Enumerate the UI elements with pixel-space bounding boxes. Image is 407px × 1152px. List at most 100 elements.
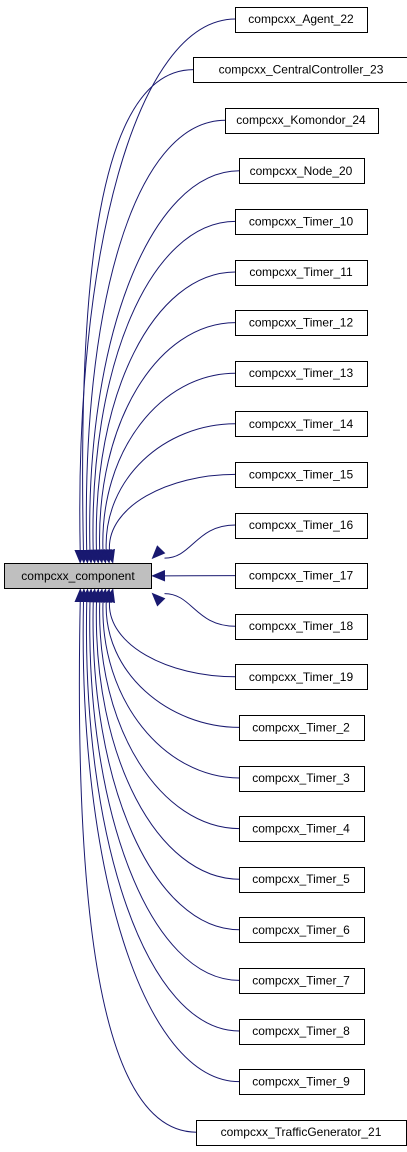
class-node-compcxx-timer-3[interactable]: compcxx_Timer_3: [239, 766, 365, 792]
class-node-compcxx-agent-22[interactable]: compcxx_Agent_22: [235, 7, 368, 33]
class-node-compcxx-timer-15-box: [235, 462, 368, 488]
class-node-compcxx-node-20-box: [239, 158, 365, 184]
class-node-compcxx-timer-4[interactable]: compcxx_Timer_4: [239, 816, 365, 842]
class-node-compcxx-centralcontroller-23-box: [193, 57, 407, 83]
class-node-compcxx-timer-17-box: [235, 563, 368, 589]
class-node-compcxx-timer-14-label: compcxx_Timer_14: [249, 417, 354, 431]
edge-compcxx-timer-11: [95, 271, 236, 551]
edge-compcxx-node-20: [89, 170, 240, 551]
root-node-label: compcxx_component: [21, 569, 135, 583]
edge-compcxx-timer-19: [109, 601, 236, 678]
class-node-compcxx-timer-7-label: compcxx_Timer_7: [252, 973, 350, 987]
class-node-compcxx-timer-10-box: [235, 209, 368, 235]
class-node-compcxx-timer-11[interactable]: compcxx_Timer_11: [235, 260, 368, 286]
class-node-compcxx-timer-10-label: compcxx_Timer_10: [249, 214, 354, 228]
class-node-compcxx-timer-9-label: compcxx_Timer_9: [252, 1075, 350, 1089]
class-node-compcxx-timer-12[interactable]: compcxx_Timer_12: [235, 310, 368, 336]
edge-compcxx-trafficgenerator-21-arrowhead: [74, 588, 86, 603]
class-node-compcxx-agent-22-box: [235, 7, 368, 33]
class-node-compcxx-timer-7[interactable]: compcxx_Timer_7: [239, 968, 365, 994]
edge-compcxx-timer-16-arrowhead: [151, 545, 166, 560]
edge-compcxx-timer-5: [95, 601, 240, 880]
edge-compcxx-komondor-24: [85, 119, 226, 551]
class-node-compcxx-timer-19-label: compcxx_Timer_19: [249, 670, 354, 684]
class-node-compcxx-timer-5-box: [239, 867, 365, 893]
class-node-compcxx-timer-11-label: compcxx_Timer_11: [249, 265, 353, 279]
edge-compcxx-timer-15-arrowhead: [103, 548, 115, 564]
class-node-compcxx-timer-2-label: compcxx_Timer_2: [252, 720, 350, 734]
class-node-compcxx-timer-5[interactable]: compcxx_Timer_5: [239, 867, 365, 893]
class-node-compcxx-timer-13-box: [235, 361, 368, 387]
class-node-compcxx-timer-18-box: [235, 614, 368, 640]
class-node-compcxx-komondor-24-box: [225, 108, 379, 134]
class-node-compcxx-timer-19[interactable]: compcxx_Timer_19: [235, 664, 368, 690]
class-node-compcxx-timer-12-box: [235, 310, 368, 336]
class-node-compcxx-node-20[interactable]: compcxx_Node_20: [239, 158, 365, 184]
class-node-compcxx-timer-4-box: [239, 816, 365, 842]
class-node-compcxx-trafficgenerator-21-label: compcxx_TrafficGenerator_21: [221, 1125, 382, 1139]
class-node-compcxx-timer-16-label: compcxx_Timer_16: [249, 518, 354, 532]
class-node-compcxx-komondor-24-label: compcxx_Komondor_24: [236, 113, 366, 127]
root-node-box: [4, 563, 152, 589]
class-node-compcxx-timer-8-box: [239, 1019, 365, 1045]
class-node-compcxx-trafficgenerator-21-box: [196, 1120, 407, 1146]
edge-compcxx-timer-2: [105, 601, 240, 728]
edge-compcxx-timer-3: [102, 601, 240, 779]
class-node-compcxx-timer-4-label: compcxx_Timer_4: [252, 822, 350, 836]
class-node-compcxx-timer-8[interactable]: compcxx_Timer_8: [239, 1019, 365, 1045]
class-node-compcxx-timer-7-box: [239, 968, 365, 994]
class-node-compcxx-timer-6-box: [239, 917, 365, 943]
class-node-compcxx-centralcontroller-23[interactable]: compcxx_CentralController_23: [193, 57, 407, 83]
class-node-compcxx-timer-6[interactable]: compcxx_Timer_6: [239, 917, 365, 943]
class-node-compcxx-timer-11-box: [235, 260, 368, 286]
class-node-compcxx-timer-15-label: compcxx_Timer_15: [249, 467, 354, 481]
class-node-compcxx-centralcontroller-23-label: compcxx_CentralController_23: [219, 63, 384, 77]
edge-compcxx-timer-9: [82, 601, 240, 1083]
class-node-compcxx-node-20-label: compcxx_Node_20: [250, 164, 353, 178]
edge-compcxx-timer-8: [85, 601, 240, 1032]
class-node-compcxx-timer-17-label: compcxx_Timer_17: [249, 569, 354, 583]
class-node-compcxx-timer-16[interactable]: compcxx_Timer_16: [235, 513, 368, 539]
edge-compcxx-timer-10: [92, 220, 236, 551]
class-node-compcxx-timer-13[interactable]: compcxx_Timer_13: [235, 361, 368, 387]
class-node-compcxx-timer-14-box: [235, 411, 368, 437]
class-node-compcxx-timer-13-label: compcxx_Timer_13: [249, 366, 354, 380]
edge-compcxx-timer-13: [102, 372, 236, 551]
class-node-compcxx-agent-22-label: compcxx_Agent_22: [248, 12, 354, 26]
class-node-compcxx-timer-14[interactable]: compcxx_Timer_14: [235, 411, 368, 437]
class-node-compcxx-timer-19-box: [235, 664, 368, 690]
edge-compcxx-trafficgenerator-21: [78, 601, 197, 1133]
class-node-compcxx-timer-12-label: compcxx_Timer_12: [249, 316, 354, 330]
class-node-compcxx-timer-9-box: [239, 1069, 365, 1095]
class-node-compcxx-timer-10[interactable]: compcxx_Timer_10: [235, 209, 368, 235]
child-nodes-layer: compcxx_Agent_22 compcxx_CentralControlle…: [193, 7, 407, 1146]
class-node-compcxx-timer-2-box: [239, 715, 365, 741]
class-node-compcxx-timer-17[interactable]: compcxx_Timer_17: [235, 563, 368, 589]
class-node-compcxx-timer-6-label: compcxx_Timer_6: [252, 923, 350, 937]
edge-compcxx-timer-4: [99, 601, 240, 830]
edge-compcxx-timer-7: [89, 601, 240, 981]
edge-compcxx-timer-14: [105, 423, 236, 551]
class-node-compcxx-timer-9[interactable]: compcxx_Timer_9: [239, 1069, 365, 1095]
edge-compcxx-agent-22: [79, 18, 236, 551]
class-node-compcxx-timer-5-label: compcxx_Timer_5: [252, 872, 350, 886]
edge-compcxx-centralcontroller-23: [82, 69, 194, 551]
class-node-compcxx-timer-3-label: compcxx_Timer_3: [252, 771, 350, 785]
edge-compcxx-timer-17-arrowhead: [151, 570, 166, 582]
edge-compcxx-timer-16: [164, 524, 236, 559]
edge-compcxx-timer-15: [108, 473, 236, 551]
class-node-compcxx-komondor-24[interactable]: compcxx_Komondor_24: [225, 108, 379, 134]
edge-compcxx-timer-12: [99, 322, 236, 551]
edge-compcxx-timer-18-arrowhead: [151, 592, 166, 607]
class-node-compcxx-timer-16-box: [235, 513, 368, 539]
class-node-compcxx-timer-2[interactable]: compcxx_Timer_2: [239, 715, 365, 741]
class-node-compcxx-trafficgenerator-21[interactable]: compcxx_TrafficGenerator_21: [196, 1120, 407, 1146]
root-node[interactable]: compcxx_component: [4, 563, 152, 589]
class-node-compcxx-timer-15[interactable]: compcxx_Timer_15: [235, 462, 368, 488]
edges-layer: [74, 18, 240, 1133]
class-node-compcxx-timer-3-box: [239, 766, 365, 792]
class-node-compcxx-timer-18[interactable]: compcxx_Timer_18: [235, 614, 368, 640]
edge-compcxx-timer-18: [164, 593, 236, 627]
edge-compcxx-timer-6: [92, 601, 240, 931]
